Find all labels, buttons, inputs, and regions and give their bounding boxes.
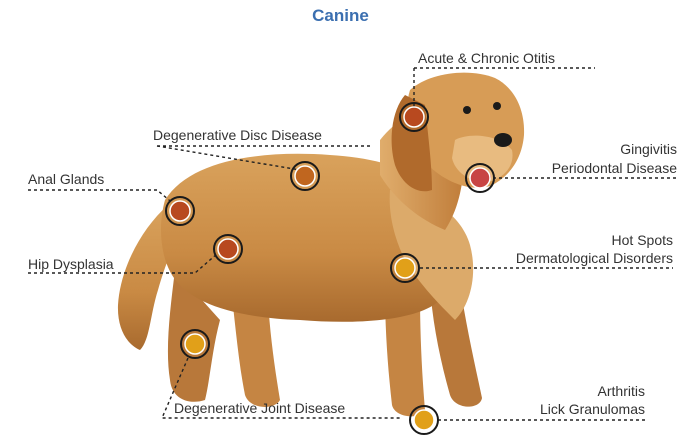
marker-arthritis	[410, 406, 438, 434]
label-lick-granulomas: Lick Granulomas	[540, 401, 645, 417]
label-acute-otitis: Acute & Chronic Otitis	[418, 50, 555, 66]
label-anal-glands: Anal Glands	[28, 171, 104, 187]
dog-silhouette	[118, 73, 524, 417]
marker-otitis	[400, 103, 428, 131]
label-gingivitis: Gingivitis	[620, 141, 677, 157]
label-arthritis: Arthritis	[598, 383, 645, 399]
marker-hot-spots	[391, 254, 419, 282]
label-hot-spots: Hot Spots	[612, 232, 673, 248]
marker-hip	[214, 235, 242, 263]
label-degenerative-disc: Degenerative Disc Disease	[153, 127, 322, 143]
label-dermatological: Dermatological Disorders	[516, 250, 673, 266]
label-periodontal: Periodontal Disease	[552, 160, 677, 176]
marker-gingivitis	[466, 164, 494, 192]
marker-joint	[181, 330, 209, 358]
label-hip-dysplasia: Hip Dysplasia	[28, 256, 114, 272]
marker-disc	[291, 162, 319, 190]
label-degenerative-joint: Degenerative Joint Disease	[174, 400, 345, 416]
leader-anal	[28, 190, 175, 205]
marker-anal-glands	[166, 197, 194, 225]
